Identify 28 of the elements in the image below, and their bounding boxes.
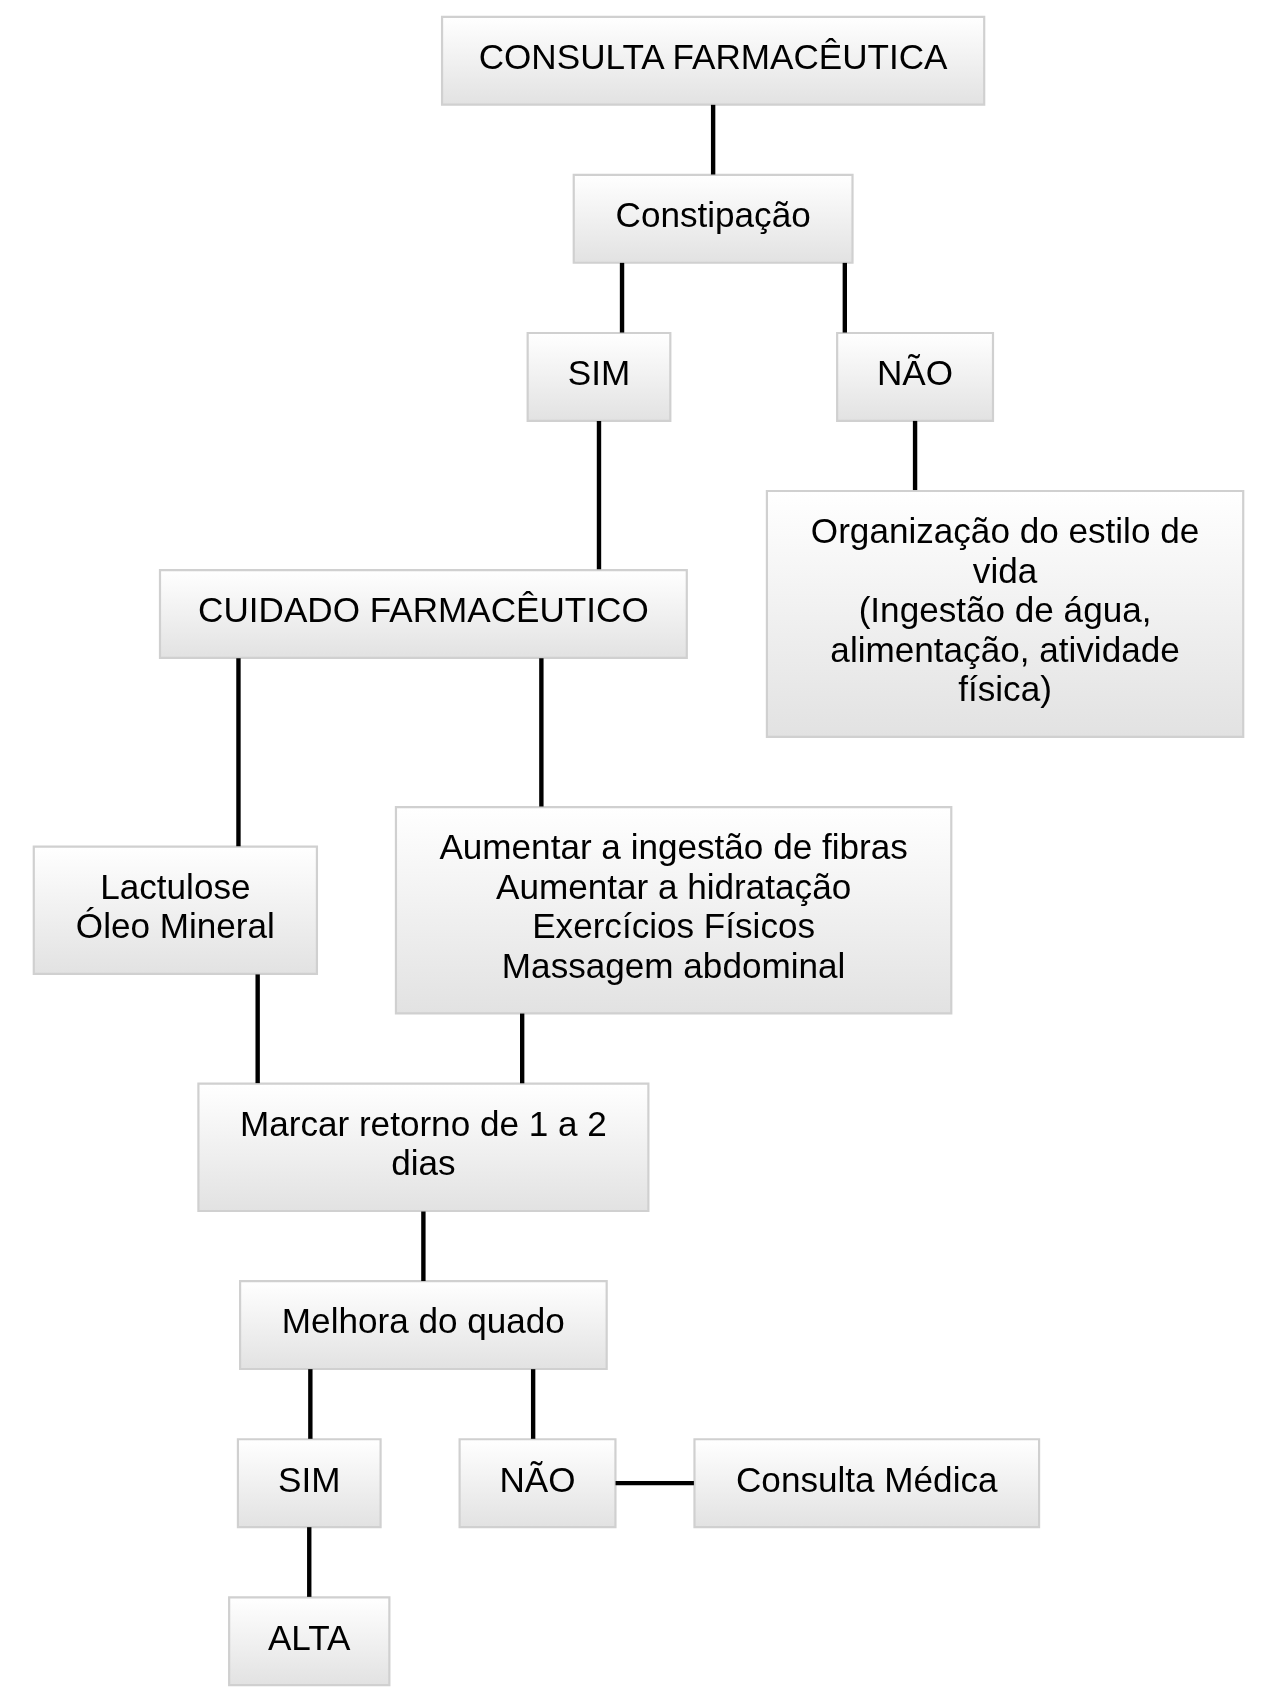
connector [519,1013,525,1084]
connector [912,420,918,491]
connector [615,1480,694,1486]
connector [255,974,260,1084]
node-box: Melhora do quado [239,1280,608,1371]
node-box: Aumentar a ingestão de fibras Aumentar a hidratação Exercícios Físicos Massagem abdominal [394,806,953,1015]
node-box: SIM [526,331,672,422]
connector [842,262,848,333]
connector [308,1369,313,1439]
node-box: SIM [236,1438,382,1529]
node-box: ALTA [228,1596,391,1687]
node-box: Marcar retorno de 1 a 2 dias [197,1082,650,1213]
node-box: NÃO [836,331,995,422]
node-box: CONSULTA FARMACÊUTICA [440,15,986,106]
node-box: NÃO [458,1438,617,1529]
node-box: Lactulose Óleo Mineral [32,845,319,975]
node-box: Constipação [572,173,854,264]
node-box: Consulta Médica [693,1438,1041,1529]
connector [307,1527,312,1597]
connector [530,1369,536,1439]
connector [236,658,241,847]
connector [619,262,625,333]
connector [596,420,602,570]
connector [539,658,544,807]
node-box: Organização do estilo de vida (Ingestão de água, alimentação, atividade física) [765,489,1245,738]
node-box: CUIDADO FARMACÊUTICO [158,568,688,659]
connector [710,104,716,175]
connector [421,1211,426,1282]
